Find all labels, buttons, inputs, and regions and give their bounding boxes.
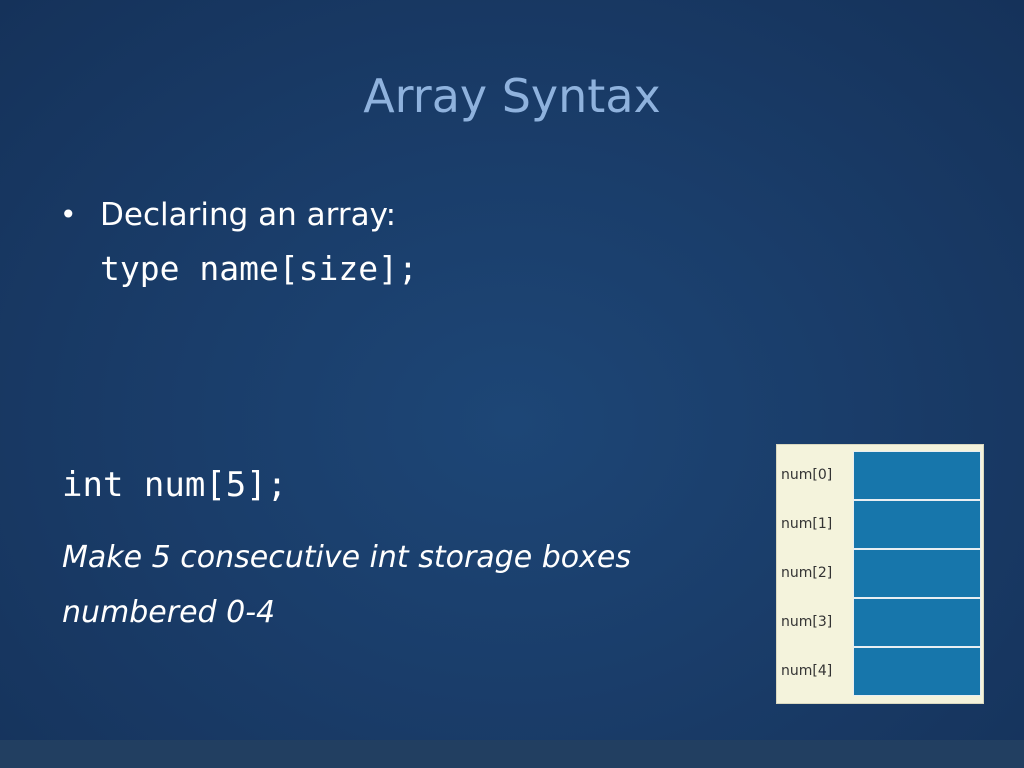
array-row-3: num[3] xyxy=(777,598,985,647)
bullet-icon: • xyxy=(60,198,77,231)
array-row-4: num[4] xyxy=(777,647,985,696)
array-label-3: num[3] xyxy=(781,614,833,630)
array-row-0: num[0] xyxy=(777,451,985,500)
array-cell-3 xyxy=(853,598,981,647)
array-label-1: num[1] xyxy=(781,516,833,532)
description-text: Make 5 consecutive int storage boxes num… xyxy=(62,540,631,630)
array-cell-2 xyxy=(853,549,981,598)
bullet-text: Declaring an array: xyxy=(100,197,397,233)
array-label-0: num[0] xyxy=(781,467,833,483)
syntax-code: type name[size]; xyxy=(100,249,418,288)
bottom-band xyxy=(0,740,1024,768)
array-cell-1 xyxy=(853,500,981,549)
array-cell-0 xyxy=(853,451,981,500)
array-diagram: num[0] num[1] num[2] num[3] num[4] xyxy=(776,444,984,704)
array-cell-4 xyxy=(853,647,981,696)
declaration-code: int num[5]; xyxy=(62,465,288,505)
array-row-1: num[1] xyxy=(777,500,985,549)
bullet-item: • Declaring an array: xyxy=(60,193,396,237)
array-label-4: num[4] xyxy=(781,663,833,679)
array-row-2: num[2] xyxy=(777,549,985,598)
array-label-2: num[2] xyxy=(781,565,833,581)
slide-title: Array Syntax xyxy=(363,69,661,123)
